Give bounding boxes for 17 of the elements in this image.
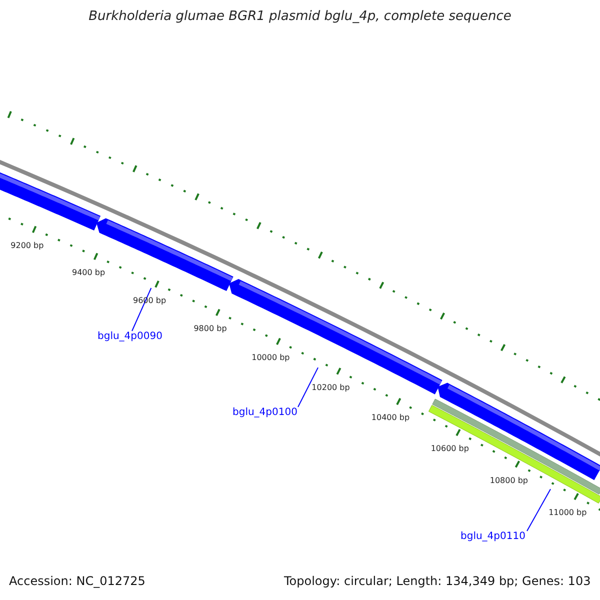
scale-label: 9800 bp: [194, 324, 227, 334]
scale-label: 10600 bp: [430, 444, 469, 454]
gene-label: bglu_4p0100: [232, 407, 298, 418]
scale-label: 10200 bp: [312, 382, 350, 392]
scale-label: 11000 bp: [548, 508, 587, 517]
leader-line: [526, 488, 551, 532]
scale-label: 10400 bp: [371, 413, 410, 422]
scale-label: 9200 bp: [10, 241, 44, 251]
scale-label: 10000 bp: [252, 353, 290, 362]
gene-label: bglu_4p0110: [460, 531, 526, 542]
diagram-title: Burkholderia glumae BGR1 plasmid bglu_4p, complete sequence: [88, 10, 512, 25]
gene-label: bglu_4p0090: [98, 331, 162, 342]
footer-text: Accession: NC_012725: [9, 575, 146, 589]
footer-text: Topology: circular; Length: 134,349 bp; Genes: 103: [284, 575, 591, 589]
scale-label: 10800 bp: [490, 476, 528, 485]
leader-line: [298, 367, 319, 408]
scale-label: 9400 bp: [72, 268, 106, 278]
